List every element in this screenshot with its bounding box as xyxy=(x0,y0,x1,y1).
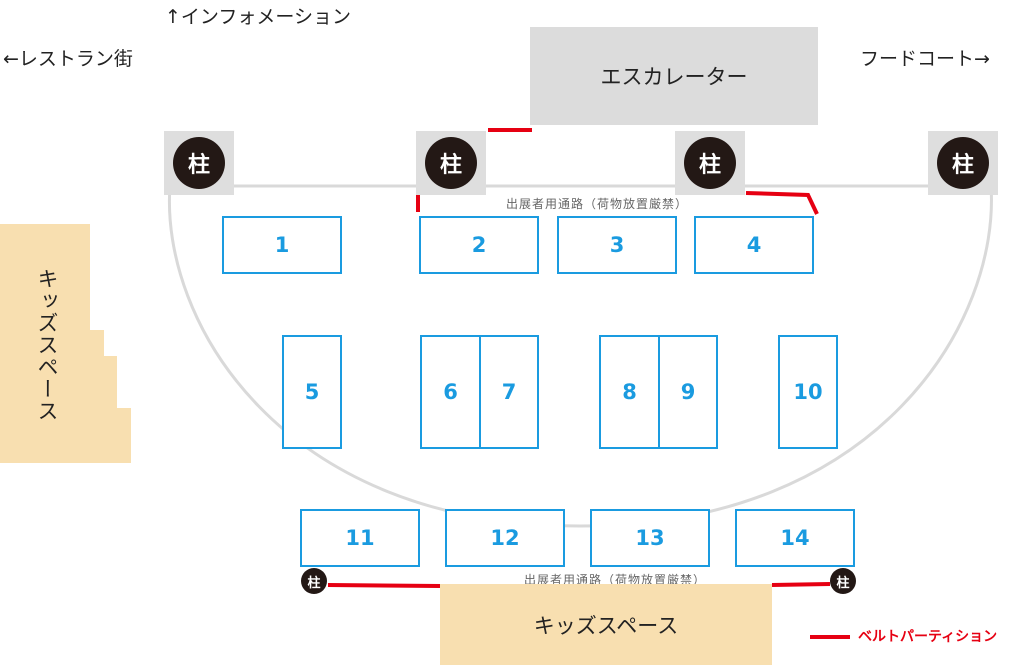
booth-13: 13 xyxy=(590,509,710,567)
booth-3: 3 xyxy=(557,216,677,274)
pillar-small-left: 柱 xyxy=(301,568,327,594)
aisle-label-bottom: 出展者用通路（荷物放置厳禁） xyxy=(524,573,707,587)
kids-space-left-area xyxy=(0,224,131,463)
pillar-label: 柱 xyxy=(425,137,477,189)
pillar-label: 柱 xyxy=(684,137,736,189)
pillar-4: 柱 xyxy=(928,131,998,195)
kids-space-bottom: キッズスペース xyxy=(440,584,772,665)
escalator-area: エスカレーター xyxy=(530,27,818,125)
kids-space-bottom-label: キッズスペース xyxy=(533,613,679,638)
pillar-2: 柱 xyxy=(416,131,486,195)
booth-7: 7 xyxy=(479,335,539,449)
aisle-label-top: 出展者用通路（荷物放置厳禁） xyxy=(506,197,689,211)
pillar-3: 柱 xyxy=(675,131,745,195)
belt-partition-bottom-right xyxy=(771,582,831,587)
food-court-direction: フードコート→ xyxy=(860,48,990,70)
booth-4: 4 xyxy=(694,216,814,274)
escalator-label: エスカレーター xyxy=(600,65,748,89)
pillar-small-right: 柱 xyxy=(830,568,856,594)
belt-partition-bottom-left xyxy=(327,583,441,588)
pillar-label: 柱 xyxy=(937,137,989,189)
booth-12: 12 xyxy=(445,509,565,567)
booth-9: 9 xyxy=(658,335,718,449)
information-direction: ↑インフォメーション xyxy=(165,6,351,28)
pillar-1: 柱 xyxy=(164,131,234,195)
legend-belt-partition: ベルトパーティション xyxy=(858,629,998,645)
booth-6: 6 xyxy=(420,335,481,449)
restaurant-direction: ←レストラン街 xyxy=(3,48,133,70)
booth-1: 1 xyxy=(222,216,342,274)
pillar-label: 柱 xyxy=(173,137,225,189)
booth-8: 8 xyxy=(599,335,660,449)
belt-partition-right xyxy=(745,191,819,215)
booth-5: 5 xyxy=(282,335,342,449)
aisle-arc xyxy=(167,185,993,528)
booth-11: 11 xyxy=(300,509,420,567)
booth-14: 14 xyxy=(735,509,855,567)
booth-2: 2 xyxy=(419,216,539,274)
kids-space-left-label: キッズスペース xyxy=(35,268,59,422)
booth-10: 10 xyxy=(778,335,838,449)
